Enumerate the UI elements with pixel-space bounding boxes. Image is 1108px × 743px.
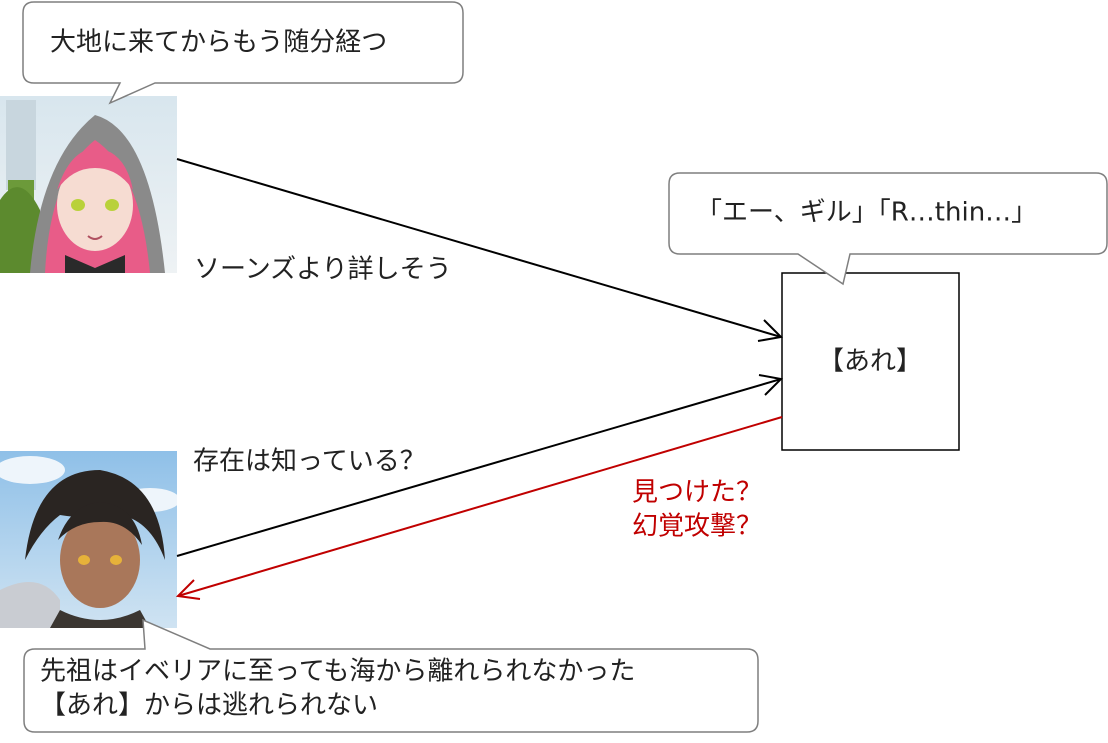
- bottom-arrow-label: 存在は知っている？: [193, 447, 426, 477]
- target-box-label: 【あれ】: [818, 347, 922, 377]
- speech-bubble-right: [668, 172, 1108, 286]
- red-label-line1: 見つけた？: [632, 478, 762, 508]
- bubble-bottom-line1: 先祖はイベリアに至っても海から離れられなかった: [40, 657, 635, 687]
- arrow-box-to-bottom-red: [175, 416, 783, 600]
- red-label-line2: 幻覚攻撃？: [632, 512, 762, 542]
- bubble-bottom-line2: 【あれ】からは逃れられない: [40, 691, 378, 721]
- speech-bubble-top-left: [22, 1, 464, 105]
- target-box: [781, 272, 960, 451]
- arrow-bottom-to-box: [176, 374, 784, 557]
- bubble-top-left-text: 大地に来てからもう随分経つ: [50, 28, 387, 58]
- avatar-pink-hair: [0, 96, 177, 273]
- arrow-top-to-box: [176, 158, 784, 342]
- top-arrow-label: ソーンズより詳しそう: [194, 255, 452, 285]
- avatar-dark-hair: [0, 451, 177, 628]
- speech-bubble-bottom: [23, 618, 759, 733]
- bubble-right-text: 「エー、ギル」「R…thin…」: [696, 198, 1037, 228]
